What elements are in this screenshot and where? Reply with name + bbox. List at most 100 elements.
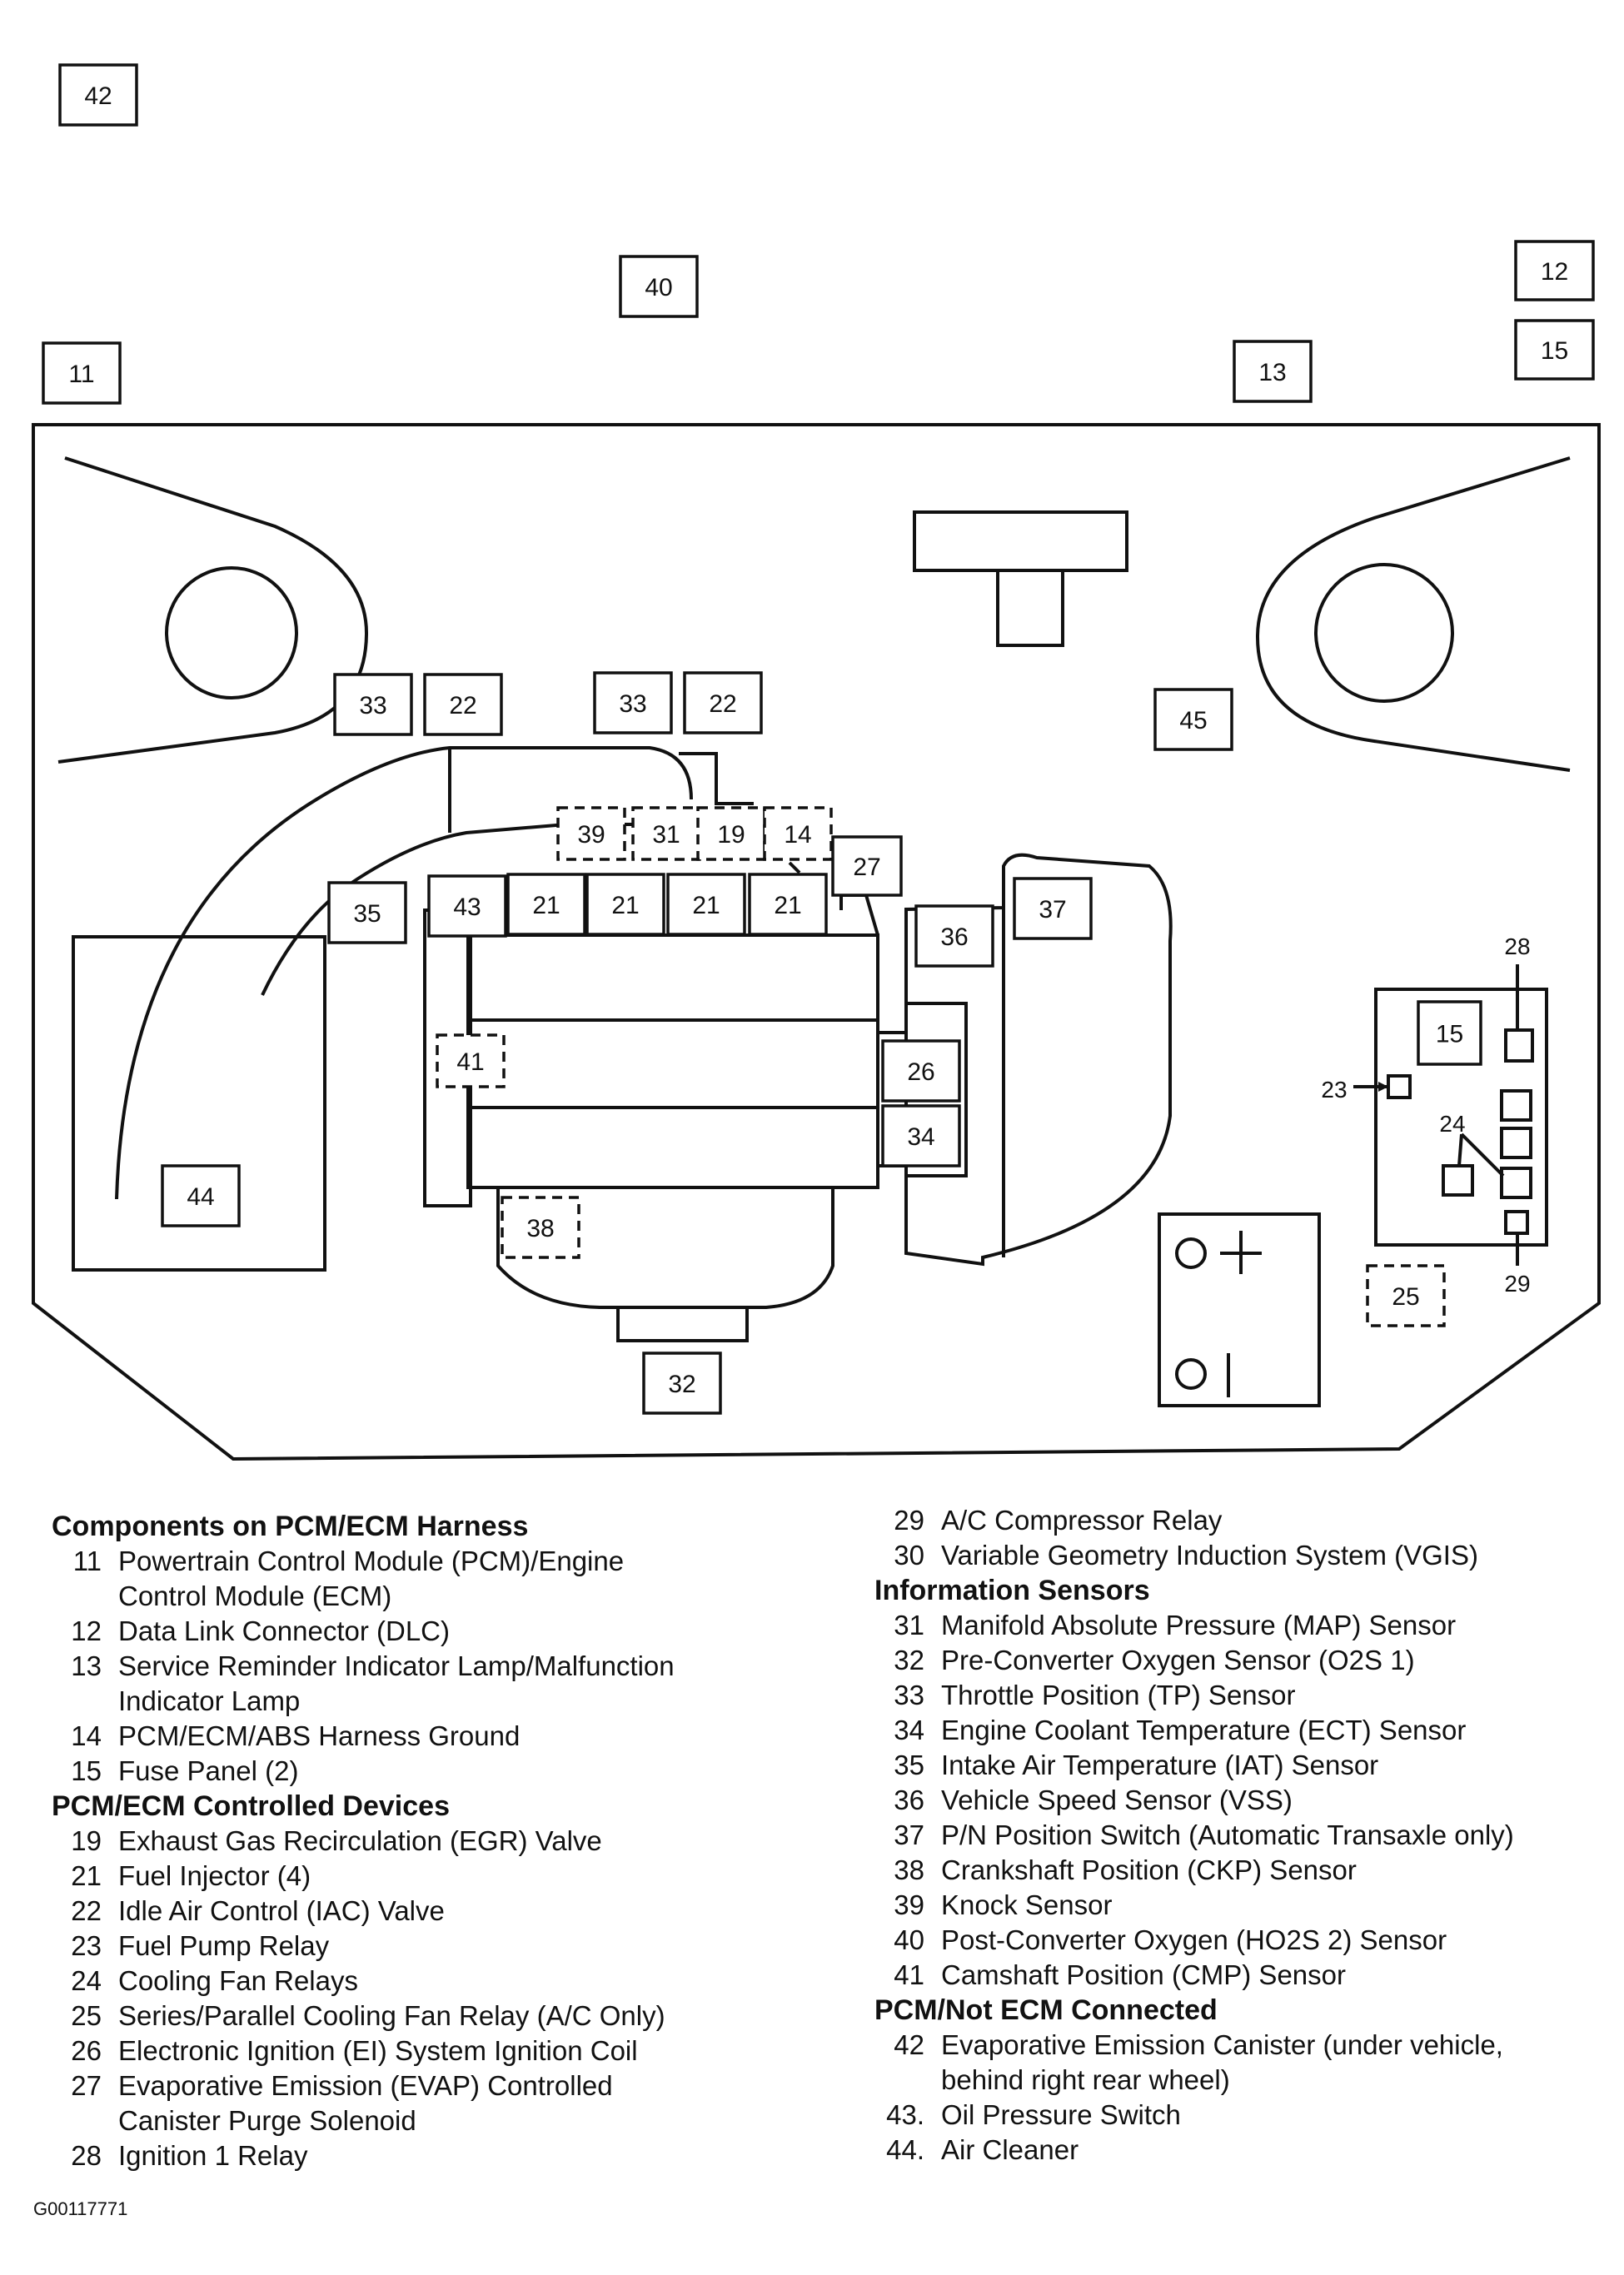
callout-42: 42 (58, 63, 138, 127)
legend-item-number: 26 (71, 2035, 102, 2066)
callout-15: 15 (1417, 1000, 1482, 1066)
legend-item-line: behind right rear wheel) (941, 2064, 1230, 2095)
legend-item-text: Camshaft Position (CMP) Sensor (941, 1958, 1607, 1993)
callout-number: 31 (652, 821, 680, 849)
legend-item-line: Intake Air Temperature (IAT) Sensor (941, 1750, 1379, 1780)
legend-item-line: Air Cleaner (941, 2134, 1079, 2165)
callout-number: 33 (619, 690, 646, 718)
callout-number: 37 (1039, 896, 1066, 923)
legend-item-line: Engine Coolant Temperature (ECT) Sensor (941, 1715, 1467, 1745)
callout-19: 19 (696, 806, 766, 861)
callout-number: 11 (68, 361, 94, 388)
callout-number: 12 (1541, 258, 1568, 286)
callout-box (696, 806, 766, 861)
callout-13: 13 (1233, 340, 1313, 403)
legend-item-text: Data Link Connector (DLC) (118, 1614, 801, 1649)
callout-34: 34 (881, 1104, 961, 1167)
legend-item-number: 35 (894, 1750, 924, 1780)
legend-item-number: 24 (71, 1965, 102, 1996)
callout-number: 40 (645, 274, 672, 301)
legend-item-number: 42 (894, 2029, 924, 2060)
callout-box (881, 1104, 961, 1167)
legend-section-header: Components on PCM/ECM Harness (52, 1511, 529, 1542)
callout-number: 15 (1541, 337, 1568, 365)
cooling-fan-relay-b (1500, 1167, 1532, 1199)
legend-item-text: Oil Pressure Switch (941, 2098, 1607, 2133)
callout-14: 14 (763, 806, 833, 861)
legend-item-line: Crankshaft Position (CKP) Sensor (941, 1854, 1357, 1885)
legend-item-number: 28 (71, 2140, 102, 2171)
legend-item-line: Evaporative Emission (EVAP) Controlled (118, 2070, 613, 2101)
legend-item: 38 Crankshaft Position (CKP) Sensor (874, 1853, 1607, 1888)
legend-item-line: Fuse Panel (2) (118, 1755, 299, 1786)
battery (1158, 1212, 1321, 1407)
callout-45: 45 (1153, 688, 1233, 751)
callout-number: 22 (449, 692, 476, 719)
legend-item-line: Control Module (ECM) (118, 1581, 392, 1611)
legend-item-text: Pre-Converter Oxygen Sensor (O2S 1) (941, 1643, 1607, 1678)
callout-box (423, 673, 503, 736)
legend-item-number: 31 (894, 1610, 924, 1640)
callout-number: 42 (84, 82, 112, 110)
legend-item-line: Canister Purge Solenoid (118, 2105, 416, 2136)
legend-item-line: Service Reminder Indicator Lamp/Malfunct… (118, 1650, 675, 1681)
callout-box (831, 835, 903, 897)
callout-41: 41 (436, 1033, 506, 1088)
legend-item-number: 38 (894, 1854, 924, 1885)
callout-box (666, 873, 746, 936)
legend-item-text: Service Reminder Indicator Lamp/Malfunct… (118, 1649, 801, 1719)
callout-22: 22 (683, 671, 763, 734)
legend-item-text: Series/Parallel Cooling Fan Relay (A/C O… (118, 1999, 801, 2034)
callout-43: 43 (427, 874, 507, 938)
callout-box (556, 806, 626, 861)
left-wheel-well (57, 456, 369, 764)
legend-item-line: Idle Air Control (IAC) Valve (118, 1895, 445, 1926)
battery-positive-terminal (1175, 1237, 1207, 1269)
relay-center (1374, 988, 1548, 1247)
callout-box (501, 1196, 580, 1259)
legend-item-number: 21 (71, 1860, 102, 1891)
callout-box (1013, 877, 1093, 940)
callout-box (642, 1352, 722, 1415)
ignition-relay-box (1504, 1028, 1534, 1063)
compartment-outline (32, 423, 1601, 1461)
legend-item-text: Crankshaft Position (CKP) Sensor (941, 1853, 1607, 1888)
legend-item-text: Ignition 1 Relay (118, 2138, 801, 2173)
callout-box (1233, 340, 1313, 403)
legend-item-line: Vehicle Speed Sensor (VSS) (941, 1785, 1293, 1815)
figure-code: G00117771 (33, 2198, 128, 2219)
callout-number: 21 (611, 892, 639, 919)
legend-item-number: 23 (71, 1930, 102, 1961)
callout-36: 36 (914, 904, 994, 968)
callout-number: 21 (774, 892, 801, 919)
top-center-post (996, 569, 1064, 647)
callout-box (42, 341, 122, 405)
callout-number: 21 (692, 892, 720, 919)
legend-item-number: 25 (71, 2000, 102, 2031)
callout-number: 13 (1258, 359, 1286, 386)
callout-box (327, 881, 407, 944)
legend-item-text: Variable Geometry Induction System (VGIS… (941, 1538, 1607, 1573)
legend-item: 24 Cooling Fan Relays (52, 1964, 801, 1999)
callout-box (1514, 240, 1595, 301)
legend-item-text: Fuse Panel (2) (118, 1754, 801, 1789)
callout-number: 21 (532, 892, 560, 919)
legend-item-text: Cooling Fan Relays (118, 1964, 801, 1999)
legend-item-number: 30 (894, 1540, 924, 1571)
fuel-pump-relay-box (1387, 1074, 1412, 1099)
callout-box (683, 671, 763, 734)
legend-item-line: Throttle Position (TP) Sensor (941, 1680, 1296, 1710)
legend-section-header: PCM/ECM Controlled Devices (52, 1790, 450, 1822)
callout-box (763, 806, 833, 861)
